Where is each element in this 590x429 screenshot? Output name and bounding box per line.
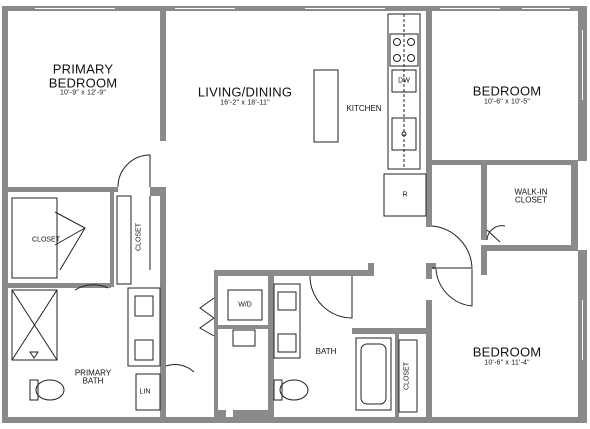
interior-walls (8, 11, 578, 417)
washer-dryer-label: W/D (238, 301, 252, 309)
primary-bath-label: PRIMARY BATH (74, 368, 112, 387)
walk-in-closet-name-line1: WALK-IN (514, 187, 548, 197)
walk-in-closet-door (486, 225, 506, 243)
stove-icon (389, 33, 419, 67)
hall-closet-label: CLOSET (135, 222, 143, 252)
bedroom1-dims: 10'-6" x 10'-5" (483, 98, 531, 106)
kitchen-island (313, 69, 339, 143)
walk-in-closet-name-line2: CLOSET (514, 196, 548, 205)
dishwasher-label: DW (398, 77, 410, 85)
primary-bedroom-name-line2: BEDROOM (48, 75, 118, 91)
bedroom1-label: BEDROOM 10'-6" x 10'-5" (472, 83, 542, 106)
primary-bath-name-line2: BATH (82, 377, 104, 386)
bath-toilet-icon (273, 379, 309, 401)
bedroom2-label: BEDROOM 10'-6" x 11'-4" (472, 344, 542, 367)
bedroom2-name: BEDROOM (472, 344, 542, 360)
shower-icon (11, 289, 58, 361)
shower-door (74, 284, 109, 291)
primary-bath-name-line1: PRIMARY (74, 368, 112, 378)
linen-label: LIN (139, 388, 151, 396)
windows (35, 8, 583, 360)
bath-door (309, 275, 353, 319)
primary-bath-vanity (127, 287, 161, 367)
primary-bedroom-dims: 10'-9" x 12'-9" (59, 89, 107, 97)
bedroom2-dims: 10'-6" x 11'-4" (484, 359, 530, 367)
wd-doors (199, 297, 215, 337)
bath-label: BATH (315, 346, 337, 356)
living-dining-name: LIVING/DINING (197, 84, 293, 100)
refrigerator-label: R (402, 191, 408, 199)
bedroom2-door (435, 268, 473, 307)
bedroom1-door (431, 225, 473, 269)
washer-dryer-icon (227, 289, 263, 321)
living-dining-label: LIVING/DINING 16'-2" x 18'-11" (197, 84, 293, 107)
hall-closet-rod (116, 195, 132, 285)
linen-closet (135, 373, 161, 411)
kitchen-label: KITCHEN (346, 103, 382, 113)
primary-closet-door (54, 211, 86, 271)
dishwasher-icon (391, 69, 417, 93)
primary-bedroom-name-line1: PRIMARY (52, 61, 114, 77)
walk-in-closet-label: WALK-IN CLOSET (514, 187, 548, 206)
refrigerator-icon (383, 173, 427, 217)
bath-vanity (273, 283, 301, 359)
living-dining-dims: 16'-2" x 18'-11" (220, 99, 270, 107)
linen-door (165, 364, 195, 373)
kitchen-sink-icon (391, 117, 417, 151)
bathtub-icon (355, 337, 392, 411)
primary-bedroom-door (117, 154, 151, 188)
bedroom1-name: BEDROOM (472, 83, 542, 99)
primary-closet-label: CLOSET (31, 236, 61, 244)
primary-toilet-icon (29, 379, 65, 401)
bedroom2-closet (398, 339, 418, 413)
bedroom2-closet-label: CLOSET (403, 361, 411, 391)
primary-bedroom-label: PRIMARY BEDROOM 10'-9" x 12'-9" (49, 63, 118, 98)
